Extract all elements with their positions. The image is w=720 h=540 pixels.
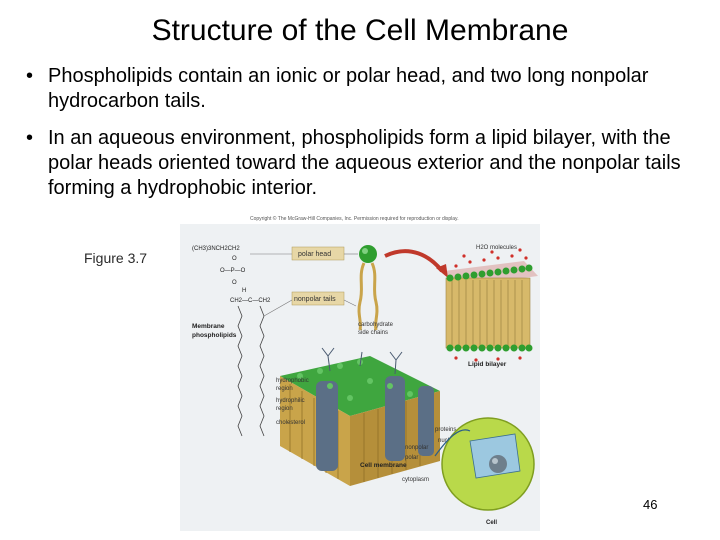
phospholipid-molecule xyxy=(357,245,379,331)
cell-membrane-figure: (CH3)3NCH2CH2 O O—P—O O H CH2—C—CH2 pola… xyxy=(180,224,540,531)
copyright-notice: Copyright © The McGraw-Hill Companies, I… xyxy=(250,216,459,222)
phospholipid-formula: (CH3)3NCH2CH2 O O—P—O O H CH2—C—CH2 xyxy=(192,246,271,437)
hydrophilic-label: region xyxy=(276,406,293,412)
lipid-bilayer xyxy=(444,248,538,362)
arrowhead xyxy=(436,264,448,278)
bullet-dot: • xyxy=(26,127,34,149)
hydrophobic-label: region xyxy=(276,386,293,392)
h2o-label: H2O molecules xyxy=(476,245,517,251)
surface-heads xyxy=(297,359,413,401)
tail xyxy=(357,262,366,331)
water-molecules xyxy=(454,248,528,362)
bilayer-tails xyxy=(451,280,523,346)
carbohydrate-chains xyxy=(321,347,403,375)
formula-text: O xyxy=(232,280,237,286)
arrow xyxy=(384,249,444,273)
formula-text: O xyxy=(232,256,237,262)
formula-text: O—P—O xyxy=(220,268,246,274)
bullet-dot: • xyxy=(26,65,34,87)
hydrophilic-label: hydrophilic xyxy=(276,398,305,404)
lipid-bilayer-label: Lipid bilayer xyxy=(468,361,507,368)
polar-head-callout: polar head xyxy=(250,246,358,261)
cell-drawing xyxy=(441,417,535,511)
polar-label: polar xyxy=(405,455,418,461)
pointer-arrow xyxy=(434,429,471,457)
cytoplasm-label: cytoplasm xyxy=(402,477,429,483)
tail xyxy=(370,262,379,331)
formula-text: CH2—C—CH2 xyxy=(230,298,271,304)
slide-title: Structure of the Cell Membrane xyxy=(151,14,569,47)
carbohydrate-label: side chains xyxy=(358,330,388,336)
formula-text: (CH3)3NCH2CH2 xyxy=(192,246,240,252)
hydrophobic-label: hydrophobic xyxy=(276,378,309,384)
nonpolar-tails-label: nonpolar tails xyxy=(294,296,336,303)
cell-label: Cell xyxy=(486,520,497,526)
membrane-phospholipids-label: Membrane xyxy=(192,323,225,330)
bilayer-heads-top xyxy=(446,264,533,282)
figure-label: Figure 3.7 xyxy=(84,250,148,266)
nonpolar-label: nonpolar xyxy=(405,445,428,451)
membrane-section xyxy=(280,347,440,486)
carbohydrate-label: carbohydrate xyxy=(358,322,394,328)
bullet-item: • Phospholipids contain an ionic or pola… xyxy=(26,64,706,114)
membrane-proteins xyxy=(316,376,434,471)
bullet-text: In an aqueous environment, phospholipids… xyxy=(48,127,681,199)
cholesterol-label: cholesterol xyxy=(276,420,305,426)
bullet-item: • In an aqueous environment, phospholipi… xyxy=(26,126,706,201)
formula-text: H xyxy=(242,288,246,294)
membrane-phospholipids-label: phospholipids xyxy=(192,332,237,339)
hydrocarbon-chains xyxy=(237,305,265,437)
nonpolar-tails-callout: nonpolar tails xyxy=(263,291,357,317)
polar-head-label: polar head xyxy=(298,251,331,258)
bullet-list: • Phospholipids contain an ionic or pola… xyxy=(26,64,706,213)
proteins-label: proteins xyxy=(435,427,456,433)
bullet-text: Phospholipids contain an ionic or polar … xyxy=(48,65,649,112)
cell-membrane-label: Cell membrane xyxy=(360,462,407,469)
polar-head-ball xyxy=(359,245,377,263)
page-number: 46 xyxy=(643,497,658,512)
bilayer-heads-bottom xyxy=(446,344,533,352)
